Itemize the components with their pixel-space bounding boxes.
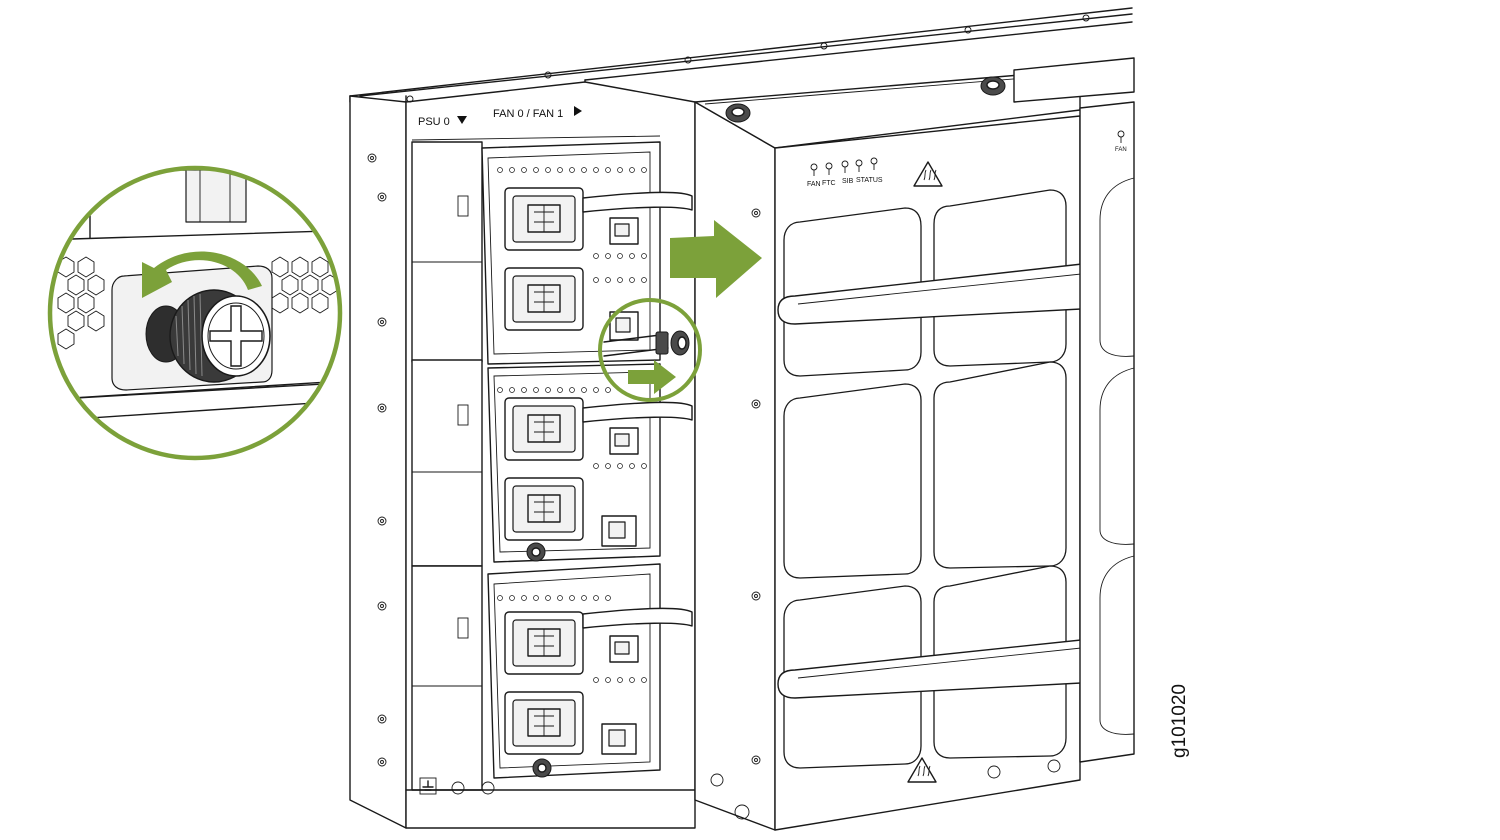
screw-highlight-ring: [598, 298, 702, 402]
ground-symbol-icon: [422, 780, 434, 791]
removal-arrows: [628, 220, 762, 394]
psu-module-2: [411, 359, 693, 567]
bay-labels: PSU 0 FAN 0 / FAN 1: [418, 106, 582, 128]
status-leds: FAN FTC SIB STATUS: [807, 157, 883, 188]
fan01-label: FAN 0 / FAN 1: [493, 108, 563, 120]
zoom-callout: [47, 165, 343, 461]
captive-screw-icon: [145, 289, 271, 383]
led-status-label: STATUS: [856, 177, 883, 184]
bay-bottom: [405, 777, 696, 795]
fan-tray: FAN FTC SIB STATUS: [694, 69, 1123, 831]
vent-dots: [497, 167, 647, 283]
ear-holes: [367, 153, 387, 767]
hot-surface-warning-icon-bottom: [907, 757, 937, 783]
psu0-label: PSU 0: [418, 116, 450, 128]
rotate-counterclockwise-arrow-icon: [142, 251, 262, 298]
led-sib-label: SIB: [842, 178, 854, 185]
right-fan-label: FAN: [1115, 147, 1127, 153]
right-triangle-icon: [574, 106, 582, 116]
adjacent-fan-tray: FAN: [1013, 57, 1135, 763]
small-right-arrow-icon: [628, 360, 676, 394]
psu-module-3: [411, 563, 693, 791]
psu-module-1: [411, 141, 693, 365]
figure-id: g101020: [1169, 684, 1190, 758]
down-triangle-icon: [457, 116, 467, 124]
hot-surface-warning-icon: [913, 161, 943, 187]
right-arrow-icon: [670, 220, 762, 298]
led-fan-label: FAN: [807, 181, 821, 188]
led-ftc-label: FTC: [822, 180, 836, 187]
